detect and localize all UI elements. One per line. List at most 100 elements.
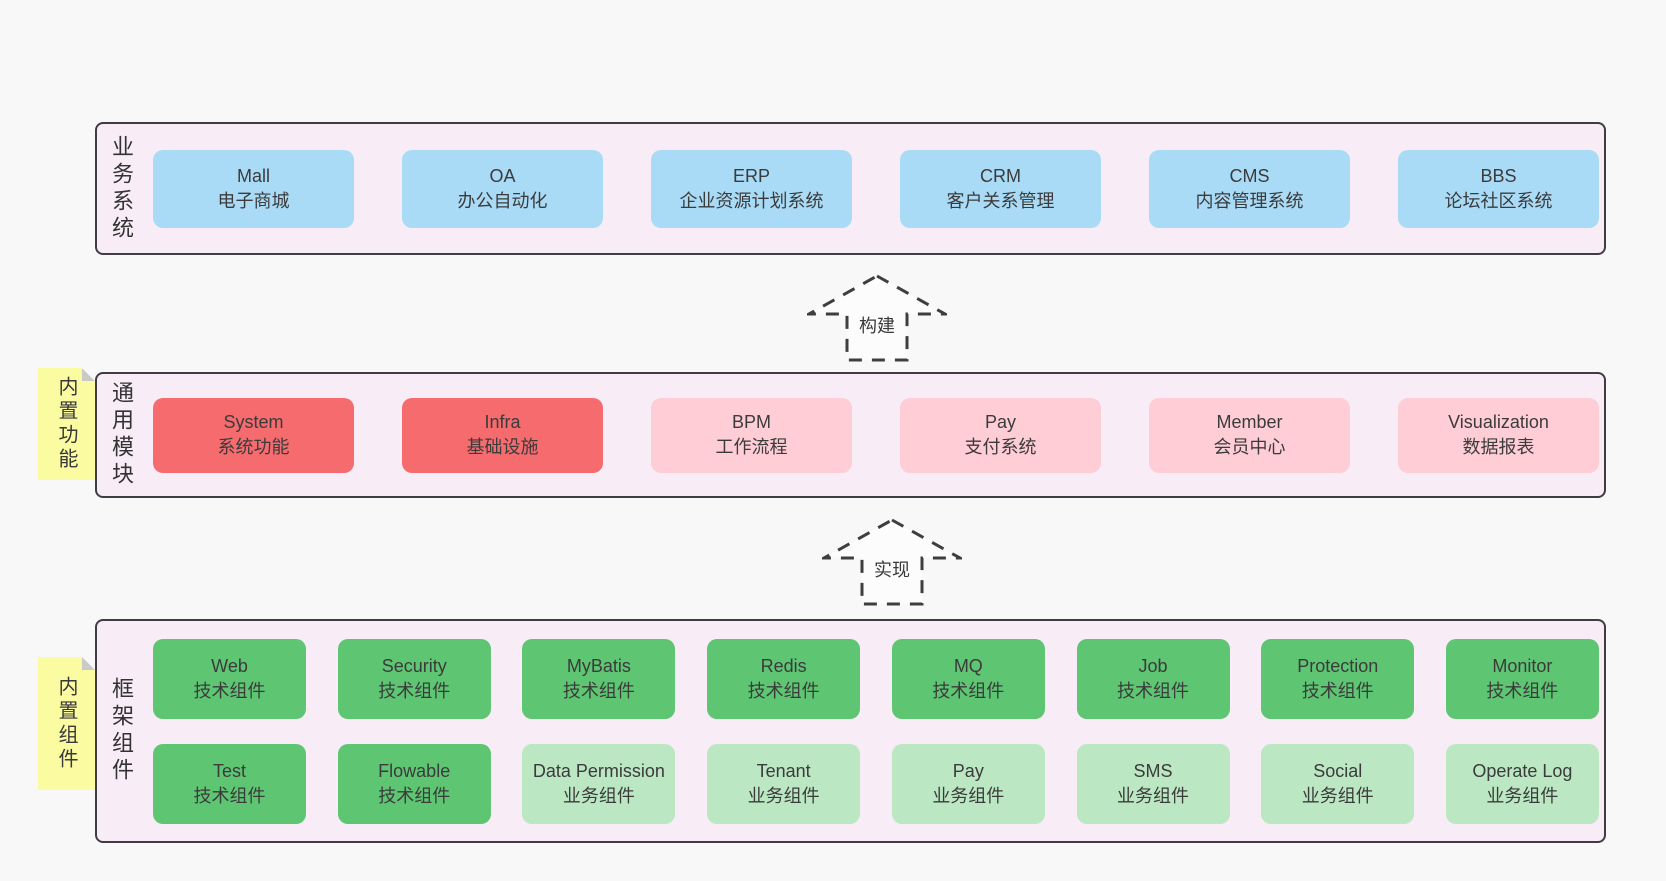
build-arrow-label: 构建	[856, 312, 898, 338]
box-erp: ERP 企业资源计划系统	[651, 149, 852, 228]
box-title: OA	[489, 165, 516, 186]
box-subtitle: 技术组件	[1117, 680, 1190, 701]
box-title: Job	[1138, 655, 1168, 676]
box-operate-log: Operate Log 业务组件	[1445, 743, 1599, 824]
box-system: System 系统功能	[153, 397, 354, 473]
builtin-components-tab-label: 内置组件	[55, 675, 77, 772]
box-crm: CRM 客户关系管理	[900, 149, 1101, 228]
box-title: Mall	[236, 165, 270, 186]
box-social: Social 业务组件	[1261, 743, 1415, 824]
box-title: Member	[1216, 412, 1283, 432]
box-monitor: Monitor 技术组件	[1445, 638, 1599, 719]
box-protection: Protection 技术组件	[1261, 638, 1415, 719]
box-subtitle: 电子商城	[217, 190, 290, 211]
box-subtitle: 企业资源计划系统	[679, 190, 824, 211]
box-mall: Mall 电子商城	[153, 149, 354, 228]
box-test: Test 技术组件	[153, 743, 306, 824]
box-title: Tenant	[756, 760, 811, 781]
box-subtitle: 内容管理系统	[1195, 190, 1304, 211]
box-infra: Infra 基础设施	[402, 397, 603, 473]
box-title: MQ	[953, 655, 983, 676]
box-web: Web 技术组件	[153, 638, 306, 719]
box-title: ERP	[732, 165, 770, 186]
folded-corner-icon	[82, 657, 95, 670]
folded-corner-icon	[82, 368, 95, 381]
box-title: System	[223, 412, 284, 432]
implement-arrow: 实现	[822, 516, 962, 606]
builtin-components-tab: 内置组件	[38, 657, 95, 790]
box-tenant: Tenant 业务组件	[707, 743, 861, 824]
implement-arrow-label: 实现	[871, 556, 913, 582]
common-modules-label: 通用模块	[109, 381, 134, 489]
box-title: Pay	[984, 412, 1017, 432]
box-subtitle: 技术组件	[1486, 680, 1559, 701]
box-title: SMS	[1133, 760, 1173, 781]
box-subtitle: 业务组件	[1486, 785, 1559, 806]
box-title: Operate Log	[1472, 760, 1573, 781]
box-flowable: Flowable 技术组件	[337, 743, 491, 824]
box-title: MyBatis	[566, 655, 631, 676]
framework-components-label: 框架组件	[109, 677, 134, 785]
box-member: Member 会员中心	[1149, 397, 1350, 473]
box-subtitle: 业务组件	[562, 785, 635, 806]
box-subtitle: 基础设施	[466, 437, 539, 457]
box-title: Flowable	[378, 760, 451, 781]
business-systems-row: Mall 电子商城 OA 办公自动化 ERP 企业资源计划系统 CRM 客户关系管理 CMS 内容…	[153, 149, 1599, 228]
box-title: CMS	[1229, 165, 1270, 186]
box-title: Security	[381, 655, 447, 676]
box-subtitle: 技术组件	[378, 785, 451, 806]
box-oa: OA 办公自动化	[402, 149, 603, 228]
box-title: Redis	[760, 655, 807, 676]
box-cms: CMS 内容管理系统	[1149, 149, 1350, 228]
box-subtitle: 论坛社区系统	[1444, 190, 1553, 211]
box-subtitle: 工作流程	[715, 437, 788, 457]
box-subtitle: 技术组件	[193, 680, 266, 701]
box-title: Web	[211, 655, 248, 676]
box-subtitle: 技术组件	[378, 680, 451, 701]
box-subtitle: 支付系统	[964, 437, 1037, 457]
box-title: Infra	[484, 412, 521, 432]
box-title: Protection	[1297, 655, 1379, 676]
box-subtitle: 技术组件	[193, 785, 266, 806]
builtin-features-tab: 内置功能	[38, 368, 95, 480]
box-subtitle: 业务组件	[932, 785, 1005, 806]
box-pay: Pay 业务组件	[891, 743, 1045, 824]
box-title: Social	[1313, 760, 1363, 781]
business-systems-label: 业务系统	[109, 134, 134, 243]
box-subtitle: 办公自动化	[457, 190, 548, 211]
builtin-features-tab-label: 内置功能	[55, 376, 77, 472]
box-subtitle: 业务组件	[1301, 785, 1374, 806]
build-arrow: 构建	[807, 272, 947, 362]
box-subtitle: 技术组件	[932, 680, 1005, 701]
box-subtitle: 系统功能	[217, 437, 290, 457]
box-subtitle: 会员中心	[1213, 437, 1286, 457]
box-title: Monitor	[1492, 655, 1553, 676]
box-mybatis: MyBatis 技术组件	[522, 638, 676, 719]
box-subtitle: 业务组件	[747, 785, 820, 806]
box-job: Job 技术组件	[1076, 638, 1230, 719]
box-subtitle: 客户关系管理	[946, 190, 1055, 211]
box-subtitle: 数据报表	[1462, 437, 1535, 457]
box-subtitle: 技术组件	[747, 680, 820, 701]
box-subtitle: 技术组件	[1301, 680, 1374, 701]
box-title: Test	[212, 760, 246, 781]
box-mq: MQ 技术组件	[891, 638, 1045, 719]
box-subtitle: 技术组件	[562, 680, 635, 701]
box-title: CRM	[980, 165, 1021, 186]
box-redis: Redis 技术组件	[707, 638, 861, 719]
business-systems-section: 业务系统 Mall 电子商城 OA 办公自动化 ERP 企业资源计划系统 CRM 客户关系管理…	[95, 122, 1606, 255]
box-title: Pay	[952, 760, 984, 781]
box-security: Security 技术组件	[337, 638, 491, 719]
box-pay: Pay 支付系统	[900, 397, 1101, 473]
